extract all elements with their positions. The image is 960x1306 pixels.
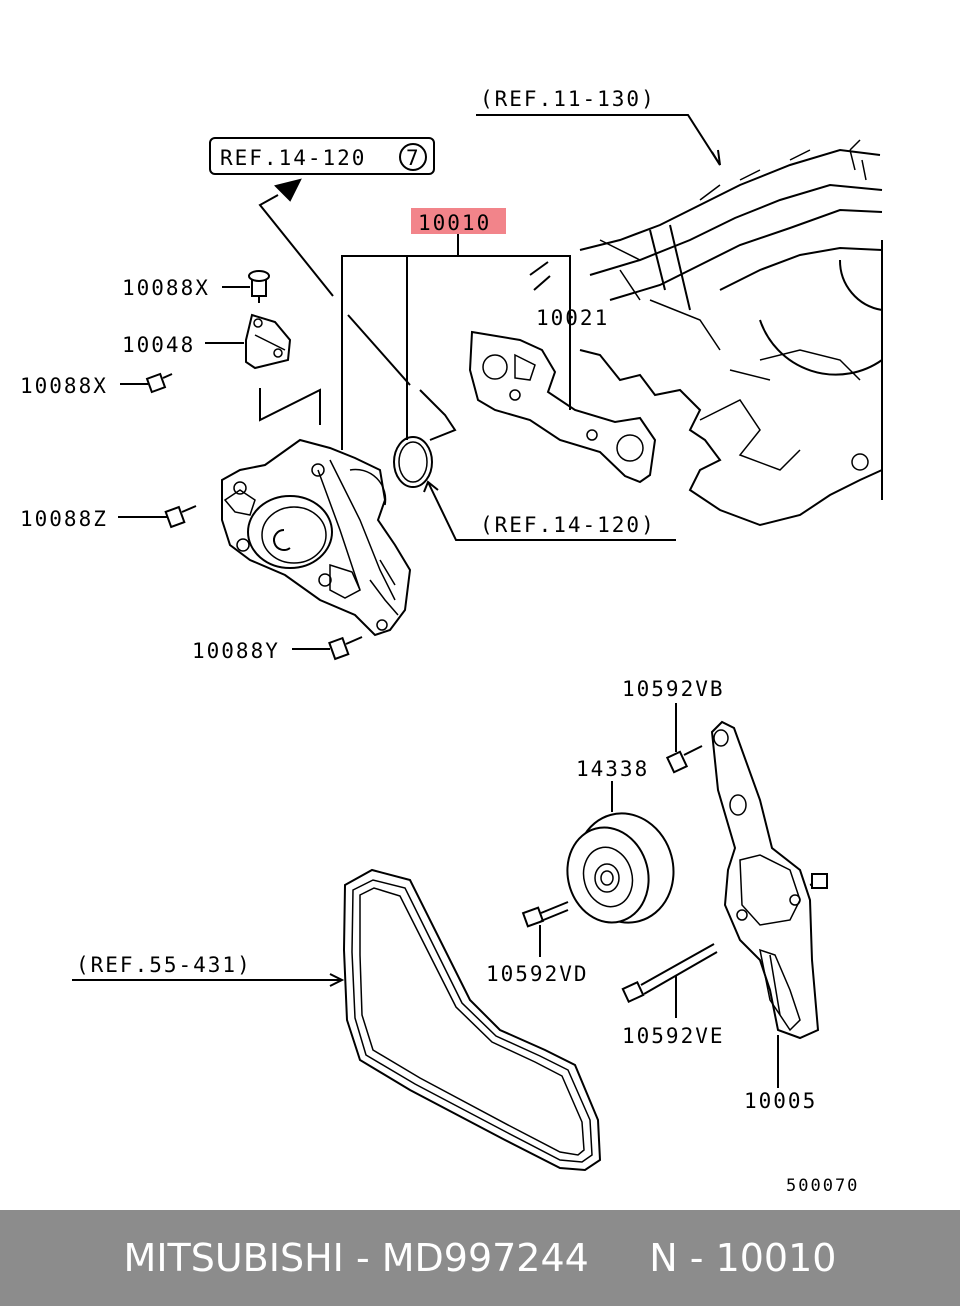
part-10088x-top-label[interactable]: 10088X bbox=[122, 276, 210, 300]
footer-separator-1: - bbox=[343, 1236, 382, 1280]
leader-lines-lower bbox=[72, 781, 613, 987]
bolt-10088z bbox=[118, 505, 197, 529]
part-10010-highlight[interactable]: 10010 bbox=[411, 208, 506, 235]
footer-separator-2: - bbox=[677, 1236, 716, 1280]
ref-14-120-box[interactable]: REF.14-120 7 bbox=[209, 137, 435, 175]
ref-14-120-box-label: REF.14-120 bbox=[220, 146, 366, 170]
drive-belt-drawing bbox=[342, 868, 602, 1172]
bolt-10088x-top bbox=[222, 270, 270, 303]
gasket-drawing bbox=[468, 330, 657, 484]
water-pump-drawing bbox=[221, 438, 412, 637]
parts-diagram: (REF.11-130) REF.14-120 7 10010 10021 10… bbox=[20, 87, 883, 1196]
ref-14-120-label[interactable]: (REF.14-120) bbox=[480, 513, 656, 537]
bracket-10048 bbox=[205, 313, 292, 370]
part-10005-label[interactable]: 10005 bbox=[744, 1089, 817, 1113]
footer-ref-prefix: N bbox=[649, 1236, 678, 1280]
part-10088y-label[interactable]: 10088Y bbox=[192, 639, 280, 663]
footer-brand: MITSUBISHI bbox=[123, 1236, 344, 1280]
footer-ref-number: 10010 bbox=[715, 1236, 837, 1280]
ref-14-120-box-number: 7 bbox=[406, 146, 421, 170]
idler-pulley-drawing bbox=[566, 812, 675, 924]
o-ring-drawing bbox=[393, 436, 433, 488]
engine-block-drawing bbox=[529, 139, 883, 527]
part-10048-label[interactable]: 10048 bbox=[122, 333, 195, 357]
bolt-10592ve bbox=[621, 943, 718, 1018]
ref-55-431-label[interactable]: (REF.55-431) bbox=[76, 953, 252, 977]
footer-gap bbox=[589, 1236, 649, 1280]
part-10592vd-label[interactable]: 10592VD bbox=[486, 962, 589, 986]
part-10088z-label[interactable]: 10088Z bbox=[20, 507, 108, 531]
footer-bar: MITSUBISHI - MD997244 N - 10010 bbox=[0, 1210, 960, 1306]
leader-lines-upper bbox=[258, 114, 721, 541]
part-10088x-left-label[interactable]: 10088X bbox=[20, 374, 108, 398]
tensioner-bracket-drawing bbox=[710, 720, 828, 1088]
part-10010-label: 10010 bbox=[418, 211, 491, 235]
part-10021-label[interactable]: 10021 bbox=[536, 306, 609, 330]
bolt-10088y bbox=[292, 636, 363, 661]
footer-part-number: MD997244 bbox=[381, 1236, 589, 1280]
bolt-10088x-left bbox=[120, 372, 173, 394]
break-line bbox=[259, 388, 321, 425]
bolt-10592vb bbox=[665, 703, 703, 774]
part-10592ve-label[interactable]: 10592VE bbox=[622, 1024, 725, 1048]
part-10592vb-label[interactable]: 10592VB bbox=[622, 677, 725, 701]
part-14338-label[interactable]: 14338 bbox=[576, 757, 649, 781]
bolt-10592vd bbox=[521, 901, 569, 957]
diagram-code: 500070 bbox=[786, 1176, 859, 1196]
ref-11-130-label[interactable]: (REF.11-130) bbox=[480, 87, 656, 111]
